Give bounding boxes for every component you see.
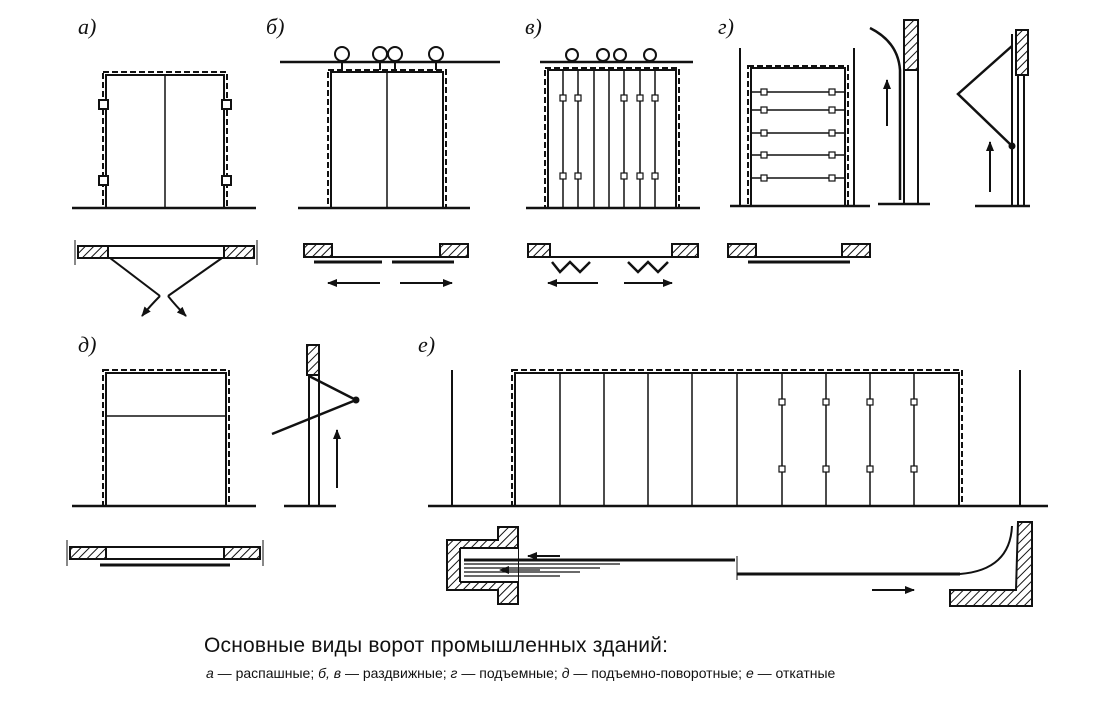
caption-key-a: а <box>206 665 214 681</box>
figure-b-sliding-gates: б) <box>266 14 500 287</box>
figure-a-swing-gates: а) <box>72 14 258 317</box>
label-b: б) <box>266 14 284 39</box>
caption-text-g: подъемные; <box>479 665 562 681</box>
label-a: а) <box>78 14 96 39</box>
figure-e-rolling-gates: е) <box>418 332 1048 607</box>
caption-sep-a: — <box>213 665 236 681</box>
caption-sep-d: — <box>569 665 592 681</box>
figure-g-lifting-gates: г) <box>718 14 1030 264</box>
figure-v-folding-gates: в) <box>525 14 700 287</box>
label-e: е) <box>418 332 435 357</box>
figure-d-lift-swing-gates: д) <box>66 332 360 567</box>
label-g: г) <box>718 14 734 39</box>
caption-key-bv: б, в <box>318 665 342 681</box>
caption-key-e: е <box>745 665 754 681</box>
caption-text-d: подъемно-поворотные; <box>591 665 746 681</box>
caption-sep-e: — <box>753 665 776 681</box>
caption-sep-bv: — <box>341 665 363 681</box>
gate-types-diagram: а) б) <box>66 14 1048 607</box>
label-v: в) <box>525 14 542 39</box>
caption-text-e: откатные <box>775 665 836 681</box>
caption-sep-g: — <box>457 665 480 681</box>
caption-text-a: распашные; <box>235 665 319 681</box>
caption-text-bv: раздвижные; <box>362 665 451 681</box>
caption-title: Основные виды ворот промышленных зданий: <box>204 634 669 657</box>
caption-key-d: д <box>561 665 570 681</box>
caption-text: а — распашные; б, в — раздвижные; г — по… <box>206 665 1066 682</box>
caption-key-g: г <box>450 665 458 681</box>
label-d: д) <box>78 332 96 357</box>
